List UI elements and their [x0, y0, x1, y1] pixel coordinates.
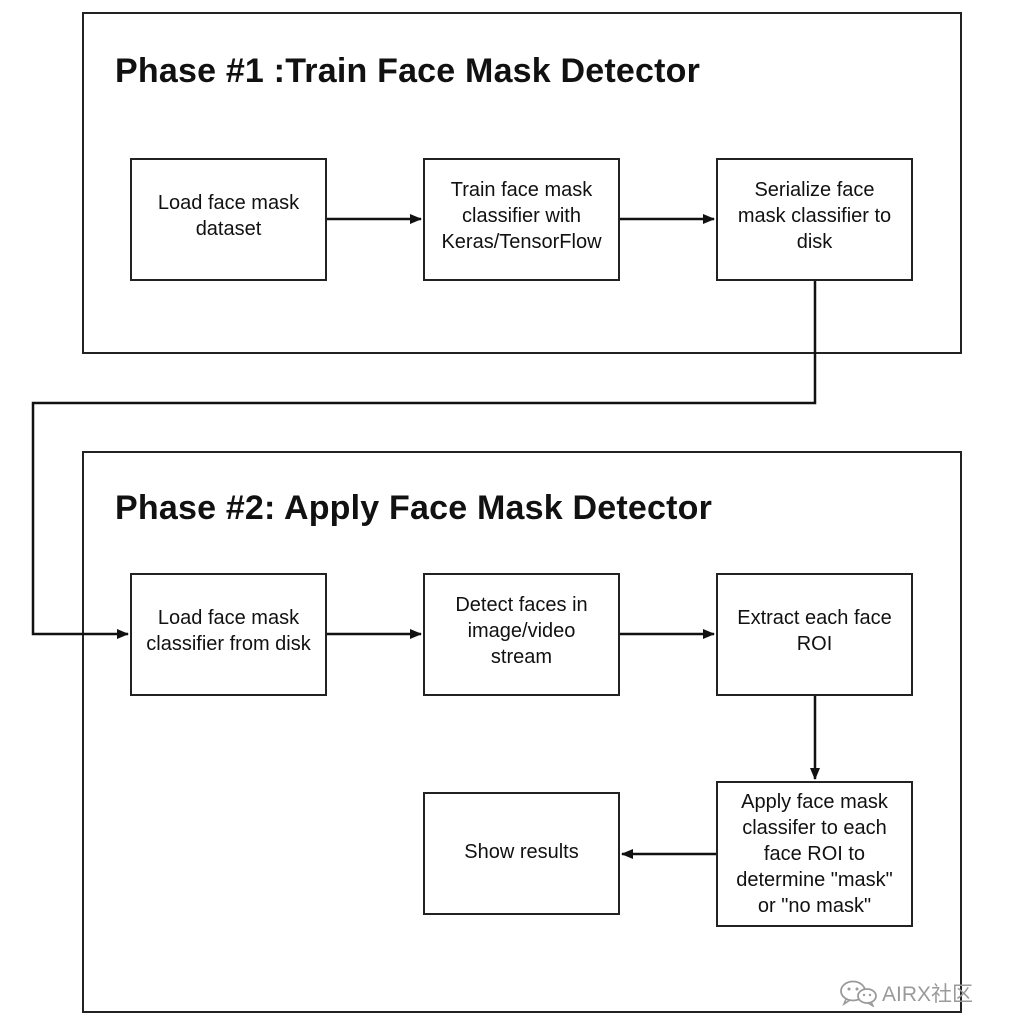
phase-2-title: Phase #2: Apply Face Mask Detector	[115, 489, 713, 527]
phase-2-frame: Phase #2: Apply Face Mask Detector	[82, 451, 962, 1013]
wechat-logo-icon	[840, 980, 877, 1007]
step-show-results-label: Show results	[464, 840, 579, 863]
phase-1-title: Phase #1 :Train Face Mask Detector	[115, 52, 701, 90]
step-show-results-box: Show results	[423, 792, 620, 915]
watermark: AIRX社区	[838, 978, 973, 1008]
watermark-text: AIRX社区	[882, 983, 974, 1006]
